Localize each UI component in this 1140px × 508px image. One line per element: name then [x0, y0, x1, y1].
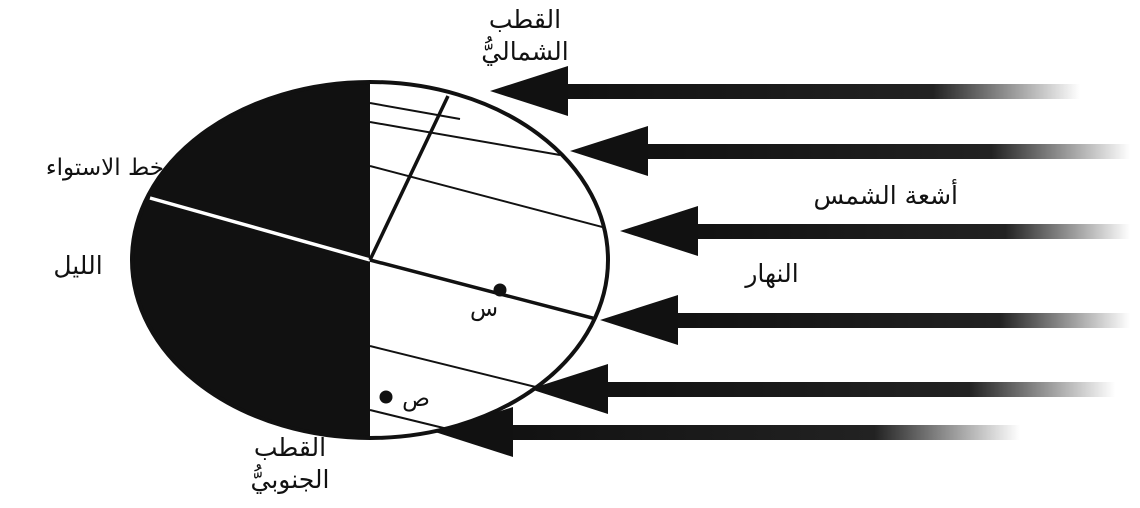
north-pole-label-line1: القطب	[470, 4, 580, 36]
south-pole-label-line1: القطب	[230, 432, 350, 464]
night-half	[120, 70, 370, 450]
north-pole-label-line2: الشماليُّ	[470, 36, 580, 68]
point-x-label: س	[464, 294, 504, 324]
north-pole-label: القطب الشماليُّ	[470, 4, 580, 68]
sun-ray-arrow	[530, 364, 1115, 414]
equator-label: خط الاستواء	[4, 153, 164, 183]
sun-ray-arrow	[435, 407, 1020, 457]
sun-rays-label: أشعة الشمس	[818, 180, 958, 212]
south-pole-label-line2: الجنوبيُّ	[230, 464, 350, 496]
earth	[120, 70, 610, 450]
point-y-dot	[380, 391, 393, 404]
sun-ray-arrow	[600, 295, 1130, 345]
south-pole-label: القطب الجنوبيُّ	[230, 432, 350, 496]
sun-ray-arrow	[620, 206, 1130, 256]
sun-ray-arrow	[570, 126, 1130, 176]
sun-ray-arrow	[490, 66, 1080, 116]
night-label: الليل	[28, 250, 128, 282]
point-y-label: ص	[396, 384, 436, 414]
day-label: النهار	[722, 258, 822, 290]
